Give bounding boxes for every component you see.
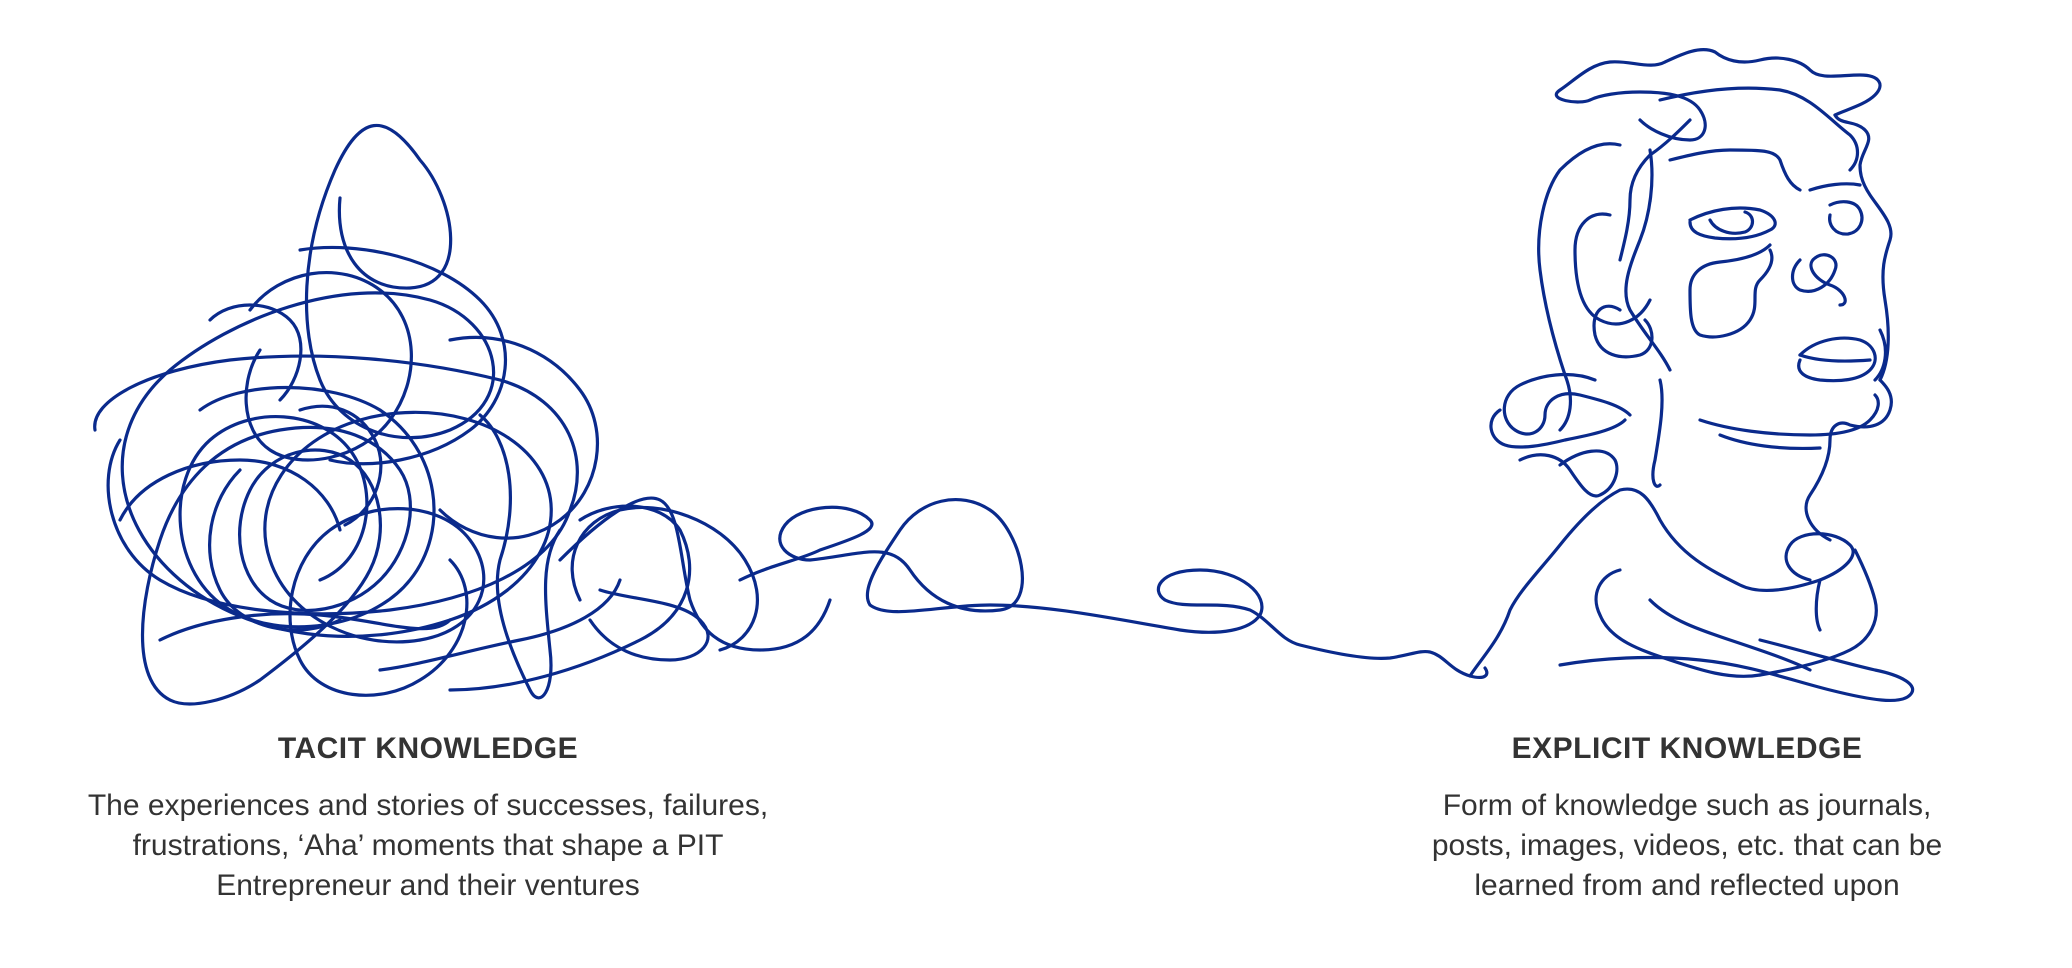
tacit-description-line: The experiences and stories of successes… <box>87 789 769 822</box>
explicit-knowledge-caption: EXPLICIT KNOWLEDGE Form of knowledge suc… <box>1277 732 2072 906</box>
explicit-description-line: Form of knowledge such as journals, <box>1442 789 1932 822</box>
explicit-knowledge-title: EXPLICIT KNOWLEDGE <box>1511 732 1863 765</box>
tacit-knowledge-title: TACIT KNOWLEDGE <box>277 732 579 765</box>
tacit-knowledge-description: The experiences and stories of successes… <box>18 786 838 906</box>
line-drawing-face-icon <box>1468 48 1914 703</box>
tacit-knowledge-caption: TACIT KNOWLEDGE The experiences and stor… <box>18 732 838 906</box>
explicit-description-line: posts, images, videos, etc. that can be <box>1431 829 1943 862</box>
tacit-description-line: Entrepreneur and their ventures <box>216 869 640 902</box>
tangled-scribble-icon <box>93 123 832 706</box>
explicit-knowledge-description: Form of knowledge such as journals, post… <box>1277 786 2072 906</box>
tacit-description-line: frustrations, ‘Aha’ moments that shape a… <box>132 829 724 862</box>
explicit-description-line: learned from and reflected upon <box>1474 869 1900 902</box>
wavy-line-icon <box>738 498 1489 680</box>
